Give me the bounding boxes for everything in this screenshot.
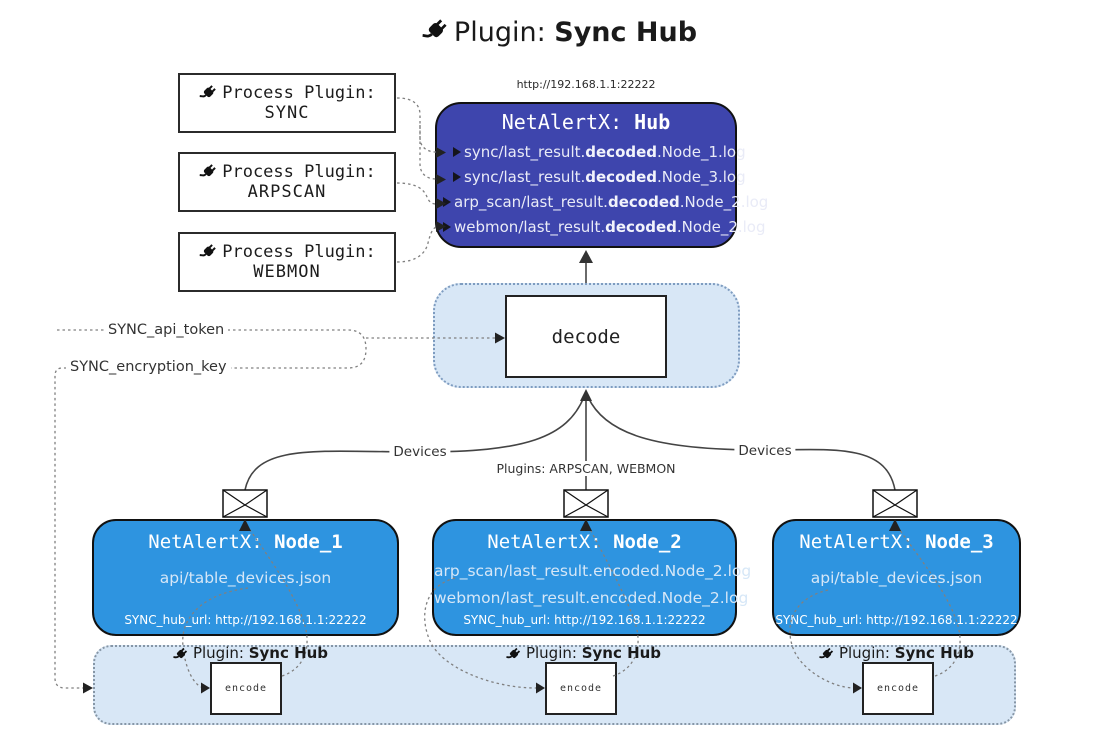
hub-title: NetAlertX: Hub	[443, 110, 729, 134]
log-bold: decoded	[585, 142, 658, 161]
node-title-pre: NetAlertX:	[487, 531, 614, 553]
process-plugin-name: WEBMON	[253, 262, 321, 282]
arrowhead-band-left	[83, 682, 93, 694]
log-post: .Node_1.log	[657, 142, 746, 161]
encode-box-1: encode	[210, 662, 282, 715]
node-2-box: NetAlertX: Node_2 arp_scan/last_result.e…	[432, 519, 752, 636]
page-title-bold: Sync Hub	[554, 17, 698, 48]
connector-plugins-to-hub	[396, 97, 437, 263]
node-1-box: NetAlertX: Node_1 api/table_devices.json…	[92, 519, 399, 636]
node-file: api/table_devices.json	[159, 569, 332, 587]
encoder-label-bold: Sync Hub	[248, 644, 329, 662]
process-plugin-label: Process Plugin:	[222, 162, 376, 182]
process-plugin-label: Process Plugin:	[222, 242, 376, 262]
log-post: .Node_3.log	[657, 167, 746, 186]
node-title-pre: NetAlertX:	[148, 531, 275, 553]
sync-api-token-label: SYNC_api_token	[104, 322, 229, 338]
plug-icon	[199, 244, 217, 257]
plug-icon	[506, 647, 521, 659]
node-3-box: NetAlertX: Node_3 api/table_devices.json…	[772, 519, 1021, 636]
node-file: arp_scan/last_result.encoded.Node_2.log	[434, 562, 752, 580]
devices-right-label: Devices	[734, 443, 796, 459]
process-plugin-arpscan: Process Plugin: ARPSCAN	[178, 152, 396, 212]
process-plugin-sync: Process Plugin: SYNC	[178, 73, 396, 133]
process-plugin-webmon: Process Plugin: WEBMON	[178, 232, 396, 292]
hub-log-row: webmon/last_result.decoded.Node_2.log	[443, 214, 766, 239]
node-file: webmon/last_result.encoded.Node_2.log	[434, 589, 749, 607]
encoder-plugin-label: Plugin: Sync Hub	[505, 644, 661, 663]
page-title: Plugin: Sync Hub	[0, 16, 1117, 48]
node-title-bold: Node_3	[925, 531, 994, 553]
encoder-label-bold: Sync Hub	[581, 644, 662, 662]
encode-box-2: encode	[545, 662, 617, 715]
node-files: api/table_devices.json	[774, 565, 1019, 592]
process-plugin-name: ARPSCAN	[247, 182, 327, 202]
node-title-pre: NetAlertX:	[799, 531, 926, 553]
plug-icon	[173, 647, 188, 659]
envelope-icon-node-3	[872, 489, 918, 518]
log-post: .Node_2.log	[679, 192, 769, 211]
process-plugin-name: SYNC	[264, 103, 310, 123]
decode-box: decode	[505, 295, 667, 378]
arrow-right-icon	[453, 171, 461, 182]
log-post: .Node_2.log	[676, 217, 766, 236]
hub-title-bold: Hub	[634, 110, 671, 134]
node-title-bold: Node_2	[613, 531, 682, 553]
arrowhead-up-hub	[579, 250, 593, 263]
plug-icon	[819, 647, 834, 659]
plug-icon	[199, 85, 217, 98]
arrow-right-icon	[443, 221, 451, 232]
node-title: NetAlertX: Node_2	[434, 531, 735, 553]
log-pre: webmon/last_result.	[454, 217, 606, 236]
node-files: api/table_devices.json	[94, 565, 397, 592]
plugins-middle-label: Plugins: ARPSCAN, WEBMON	[492, 461, 680, 476]
log-bold: decoded	[585, 167, 658, 186]
hub-log-row: arp_scan/last_result.decoded.Node_2.log	[443, 189, 768, 214]
hub-url-label: http://192.168.1.1:22222	[516, 78, 656, 91]
log-bold: decoded	[605, 217, 677, 236]
plug-icon	[199, 164, 217, 177]
node-title: NetAlertX: Node_3	[774, 531, 1019, 553]
devices-left-label: Devices	[389, 444, 451, 460]
log-pre: arp_scan/last_result.	[454, 192, 608, 211]
process-plugin-label: Process Plugin:	[222, 83, 376, 103]
log-pre: sync/last_result.	[464, 167, 586, 186]
encoder-label-pre: Plugin:	[838, 644, 895, 662]
page-title-text: Plugin:	[453, 17, 555, 48]
hub-log-row: sync/last_result.decoded.Node_3.log	[443, 164, 746, 189]
node-title: NetAlertX: Node_1	[94, 531, 397, 553]
node-hub-url: SYNC_hub_url: http://192.168.1.1:22222	[124, 613, 367, 627]
node-hub-url: SYNC_hub_url: http://192.168.1.1:22222	[775, 613, 1018, 627]
plug-icon	[422, 19, 447, 38]
hub-log-row: sync/last_result.decoded.Node_1.log	[443, 139, 746, 164]
arrowhead-up-decode	[580, 389, 592, 401]
node-title-bold: Node_1	[274, 531, 343, 553]
node-file: api/table_devices.json	[810, 569, 983, 587]
log-pre: sync/last_result.	[464, 142, 586, 161]
encode-box-3: encode	[862, 662, 934, 715]
node-hub-url: SYNC_hub_url: http://192.168.1.1:22222	[463, 613, 706, 627]
node-files: arp_scan/last_result.encoded.Node_2.log …	[434, 558, 752, 612]
encoder-label-pre: Plugin:	[192, 644, 249, 662]
envelope-icon-node-1	[222, 489, 268, 518]
envelope-icon-node-2	[563, 489, 609, 518]
hub-title-pre: NetAlertX:	[501, 110, 635, 134]
sync-encryption-key-label: SYNC_encryption_key	[66, 359, 231, 375]
arrow-right-icon	[443, 196, 451, 207]
encoder-label-bold: Sync Hub	[894, 644, 975, 662]
encoder-plugin-label: Plugin: Sync Hub	[172, 644, 328, 663]
encoder-plugin-label: Plugin: Sync Hub	[818, 644, 974, 663]
log-bold: decoded	[607, 192, 680, 211]
hub-box: NetAlertX: Hub sync/last_result.decoded.…	[435, 102, 768, 248]
encoder-label-pre: Plugin:	[525, 644, 582, 662]
arrow-right-icon	[453, 146, 461, 157]
